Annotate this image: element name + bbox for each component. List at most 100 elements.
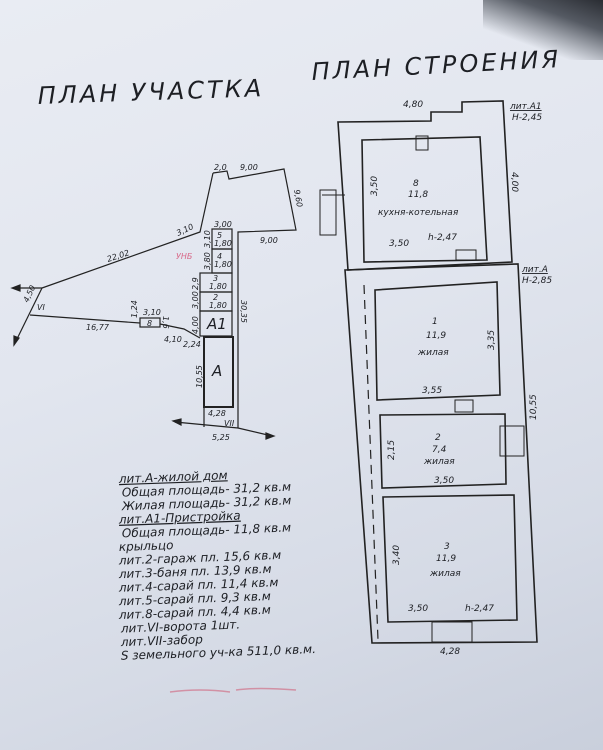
dim: 2,24 bbox=[183, 340, 201, 349]
site-dimensions: 2,0 9,00 9,60 3,10 22,02 3,00 9,00 30,35… bbox=[22, 163, 304, 442]
dim: 4,28 bbox=[440, 647, 460, 657]
room-name: жилая bbox=[423, 457, 455, 467]
height-label: h-2,47 bbox=[465, 604, 494, 614]
house-A-outline bbox=[344, 263, 538, 644]
building-label: 4 bbox=[217, 252, 222, 261]
room-1 bbox=[374, 281, 501, 401]
building-plan bbox=[319, 100, 538, 644]
building-label: 1,80 bbox=[209, 301, 227, 310]
room-3 bbox=[382, 494, 518, 623]
dim: 4,00 bbox=[191, 316, 200, 334]
dim: 3,00 bbox=[214, 220, 232, 229]
room-area: 11,9 bbox=[436, 554, 456, 564]
building-label: A1 bbox=[206, 315, 227, 333]
legend-line: Жилая площадь- 31,2 кв.м bbox=[121, 493, 292, 513]
legend-line: лит.8-сарай пл. 4,4 кв.м bbox=[118, 603, 271, 622]
building-label: 1,80 bbox=[214, 260, 232, 269]
legend-line: Общая площадь- 31,2 кв.м bbox=[122, 480, 292, 500]
height-label: Н-2,85 bbox=[522, 276, 552, 286]
dim: 4,80 bbox=[403, 100, 423, 110]
legend-line: лит.VII-забор bbox=[120, 632, 204, 649]
dim: 3,00 bbox=[191, 291, 200, 309]
dim: 3,55 bbox=[422, 386, 442, 396]
building-label: A bbox=[211, 362, 222, 380]
legend-line: лит.А-жилой дом bbox=[118, 468, 228, 486]
boiler bbox=[455, 249, 477, 261]
dim: 3,10 bbox=[203, 230, 212, 248]
stove-2 bbox=[454, 399, 474, 413]
room-2 bbox=[379, 413, 507, 489]
legend-line: крыльцо bbox=[119, 538, 174, 554]
dim: 3,10 bbox=[143, 308, 161, 317]
legend-line: Общая площадь- 11,8 кв.м bbox=[122, 520, 292, 540]
gate-line bbox=[14, 287, 43, 344]
building-label: 2 bbox=[213, 293, 218, 302]
building-label: 1,80 bbox=[214, 239, 232, 248]
legend-line: лит.4-сарай пл. 11,4 кв.м bbox=[118, 575, 279, 595]
legend-line: S земельного уч-ка 511,0 кв.м. bbox=[121, 642, 317, 663]
dim: 4,10 bbox=[164, 335, 182, 344]
room-name: кухня-котельная bbox=[378, 208, 459, 218]
fence-line bbox=[29, 314, 141, 324]
dim: 3,80 bbox=[203, 252, 212, 270]
legend-line: лит.VI-ворота 1шт. bbox=[120, 617, 241, 635]
porch bbox=[319, 189, 337, 236]
dim: 3,50 bbox=[389, 239, 409, 249]
site-plan bbox=[10, 168, 297, 440]
dim: 2,0 bbox=[214, 163, 227, 172]
dim: 2,15 bbox=[387, 440, 397, 460]
room-number: 3 bbox=[444, 542, 450, 552]
red-stamp: УНБ bbox=[176, 252, 193, 261]
house-A bbox=[203, 336, 234, 408]
room-number: 8 bbox=[413, 179, 419, 189]
stove bbox=[415, 135, 429, 151]
dim: 5,25 bbox=[212, 433, 230, 442]
porch-steps bbox=[499, 425, 525, 457]
dim: 3,35 bbox=[487, 330, 497, 350]
dim: 10,55 bbox=[195, 365, 204, 388]
room-area: 11,8 bbox=[408, 190, 428, 200]
room-area: 7,4 bbox=[432, 445, 447, 455]
building-label: 1,80 bbox=[209, 282, 227, 291]
room-name: жилая bbox=[417, 348, 449, 358]
dim: 3,40 bbox=[392, 545, 402, 565]
gate-label: VI bbox=[37, 303, 45, 312]
shed-8 bbox=[139, 317, 161, 328]
building-label: 8 bbox=[147, 319, 152, 328]
dim: 10,55 bbox=[529, 394, 539, 420]
dim: 16,77 bbox=[86, 323, 110, 332]
dim: 9,60 bbox=[292, 189, 304, 208]
dim: 3,50 bbox=[370, 176, 380, 196]
entry-steps bbox=[431, 621, 473, 643]
height-label: Н-2,45 bbox=[512, 113, 542, 123]
building-label: 3 bbox=[213, 274, 218, 283]
fence-bottom bbox=[174, 421, 273, 437]
building-label: 5 bbox=[217, 231, 222, 240]
dim: 30,35 bbox=[239, 300, 248, 323]
dim: 4,28 bbox=[208, 409, 226, 418]
dim: 4,00 bbox=[509, 172, 519, 192]
legend-line: лит.2-гараж пл. 15,6 кв.м bbox=[118, 548, 282, 568]
fence-label: VII bbox=[224, 419, 235, 428]
dim: 3,50 bbox=[434, 476, 454, 486]
legend-line: лит.А1-Пристройка bbox=[118, 509, 241, 527]
legend-line: лит.3-баня пл. 13,9 кв.м bbox=[118, 562, 272, 581]
dim: 9,00 bbox=[260, 236, 278, 245]
photo-shadow bbox=[483, 0, 603, 60]
building-plan-title: ПЛАН СТРОЕНИЯ bbox=[311, 45, 562, 86]
room-number: 2 bbox=[435, 433, 441, 443]
lit-label: лит.А bbox=[521, 265, 548, 275]
red-signature-mark bbox=[169, 687, 297, 693]
dim: 1,6 bbox=[161, 316, 170, 329]
site-boundary bbox=[212, 168, 297, 428]
room-number: 1 bbox=[432, 317, 438, 327]
legend-line: лит.5-сарай пл. 9,3 кв.м bbox=[118, 589, 271, 608]
site-plan-title: ПЛАН УЧАСТКА bbox=[37, 74, 264, 110]
lit-label: лит.А1 bbox=[509, 102, 542, 112]
building-labels: 4,80 лит.А1 Н-2,45 4,00 3,50 8 11,8 кухн… bbox=[370, 100, 552, 657]
dim: 1,24 bbox=[130, 300, 139, 318]
room-name: жилая bbox=[429, 569, 461, 579]
